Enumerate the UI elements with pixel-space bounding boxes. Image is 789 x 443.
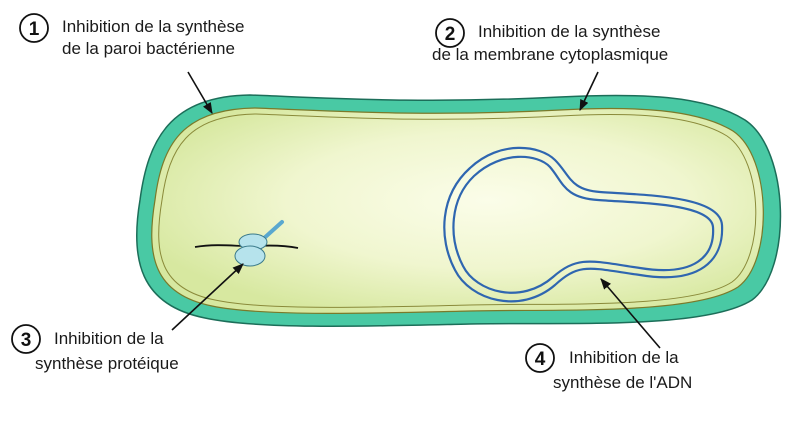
label-1: 1 Inhibition de la synthèse de la paroi …: [20, 14, 244, 58]
label-4-line1: Inhibition de la: [569, 348, 679, 367]
label-1-line1: Inhibition de la synthèse: [62, 17, 244, 36]
label-2: 2 Inhibition de la synthèse de la membra…: [432, 19, 668, 64]
label-4-line2: synthèse de l'ADN: [553, 373, 692, 392]
label-1-line2: de la paroi bactérienne: [62, 39, 235, 58]
label-2-line2: de la membrane cytoplasmique: [432, 45, 668, 64]
label-3-line1: Inhibition de la: [54, 329, 164, 348]
label-4: 4 Inhibition de la synthèse de l'ADN: [526, 344, 692, 392]
label-4-number: 4: [535, 349, 546, 370]
label-3: 3 Inhibition de la synthèse protéique: [12, 325, 179, 373]
label-2-line1: Inhibition de la synthèse: [478, 22, 660, 41]
label-1-number: 1: [29, 19, 40, 40]
ribosome-small-subunit: [235, 246, 265, 266]
cytoplasm: [152, 108, 764, 313]
label-3-line2: synthèse protéique: [35, 354, 179, 373]
label-2-number: 2: [445, 24, 456, 45]
label-3-number: 3: [21, 330, 32, 351]
